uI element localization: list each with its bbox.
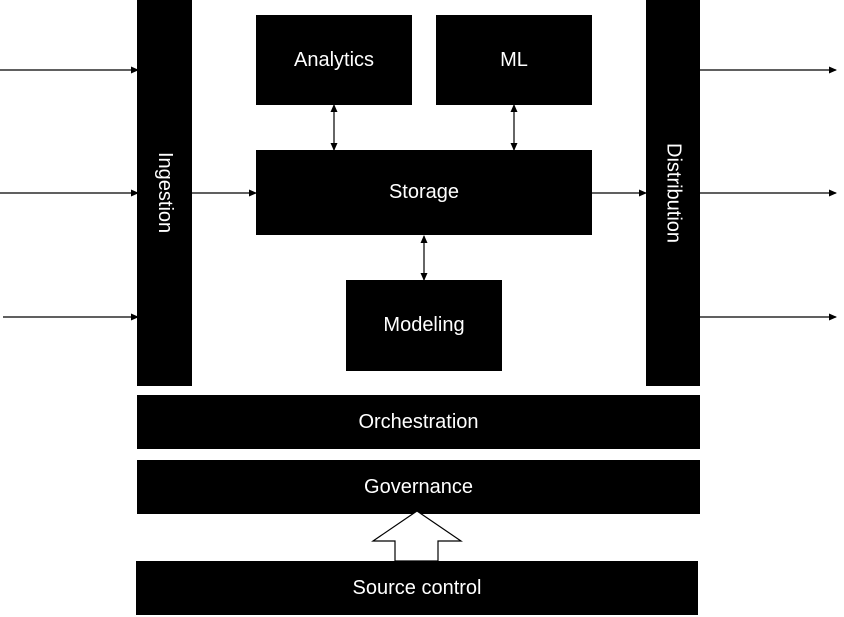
storage-label: Storage	[388, 181, 460, 203]
ingestion-block: Ingestion	[137, 0, 192, 386]
modeling-block: Modeling	[346, 280, 502, 371]
source-control-label: Source control	[352, 576, 482, 599]
ml-block: ML	[436, 15, 592, 105]
source-control-to-governance-arrow	[371, 510, 463, 562]
source-control-block: Source control	[136, 561, 698, 615]
storage-block: Storage	[256, 150, 592, 235]
ml-label: ML	[500, 48, 528, 71]
orchestration-label: Orchestration	[358, 410, 479, 433]
ingestion-label: Ingestion	[154, 152, 176, 234]
modeling-label: Modeling	[383, 314, 465, 336]
analytics-label: Analytics	[293, 48, 375, 71]
analytics-block: Analytics	[256, 15, 412, 105]
distribution-block: Distribution	[646, 0, 700, 386]
governance-block: Governance	[137, 460, 700, 514]
orchestration-block: Orchestration	[137, 395, 700, 449]
governance-label: Governance	[364, 475, 473, 498]
distribution-label: Distribution	[662, 142, 685, 244]
